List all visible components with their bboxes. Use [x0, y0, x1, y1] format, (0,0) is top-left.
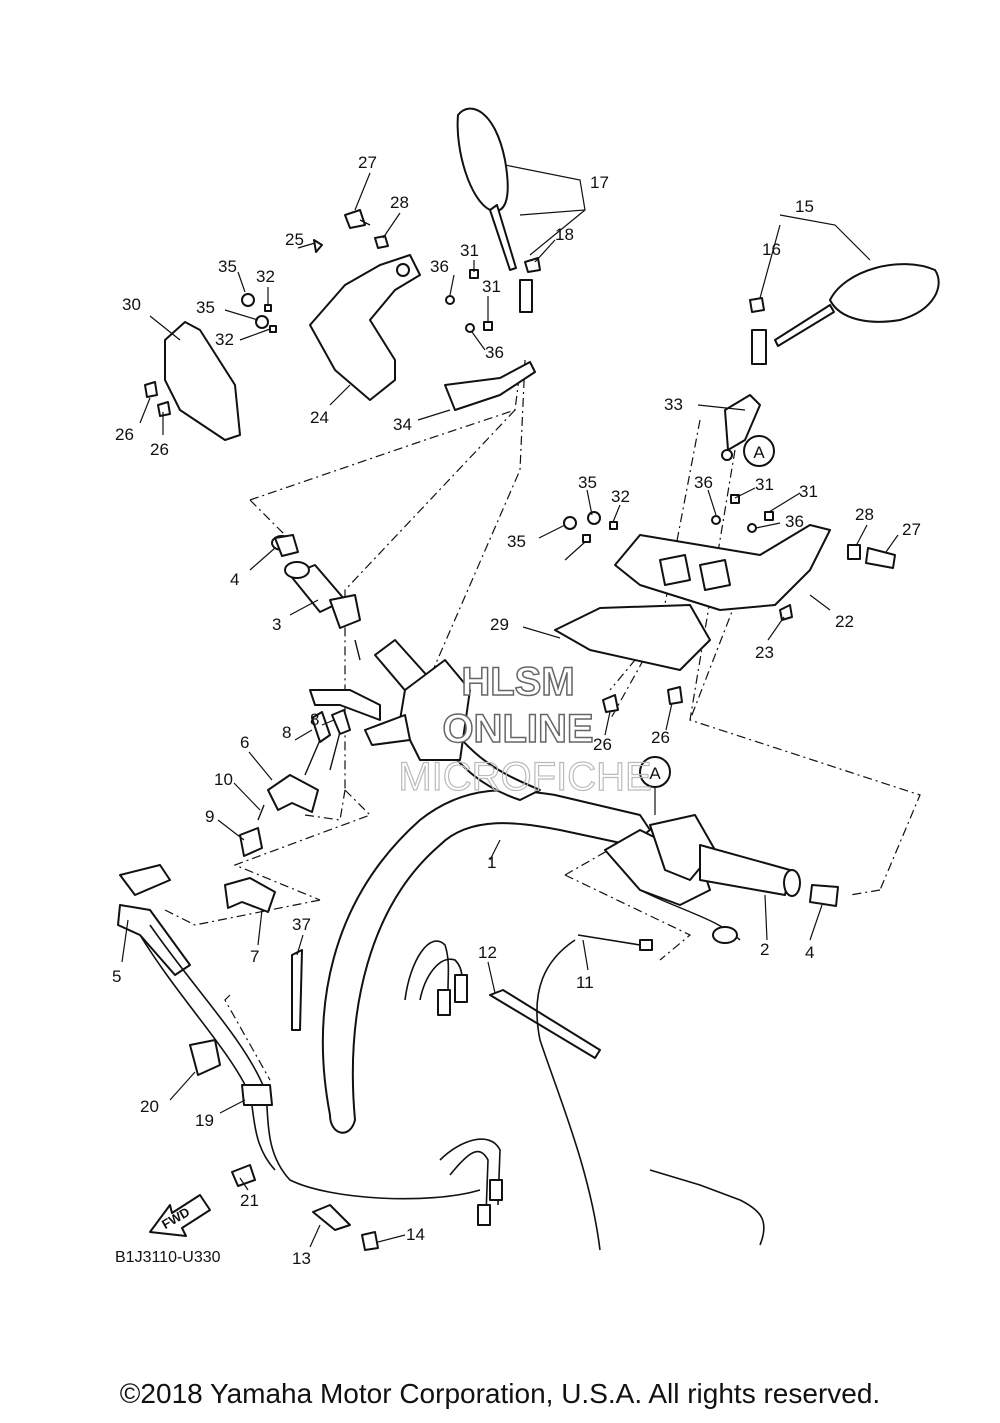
callout: 32	[611, 487, 630, 506]
callout: 36	[485, 343, 504, 362]
callout: 11	[576, 973, 594, 992]
callout: 26	[150, 440, 169, 459]
callout: 28	[390, 193, 409, 212]
callout: 26	[115, 425, 134, 444]
leader-lines	[121, 164, 899, 1248]
right-grip-assembly	[312, 814, 839, 1251]
callout: 24	[310, 408, 329, 427]
copyright-notice: ©2018 Yamaha Motor Corporation, U.S.A. A…	[119, 1378, 881, 1409]
callout: 26	[593, 735, 612, 754]
left-handguard	[144, 209, 536, 441]
callout: 29	[490, 615, 509, 634]
callout: 12	[478, 943, 497, 962]
diagram-code: B1J3110-U330	[115, 1249, 221, 1266]
callout: 6	[240, 733, 249, 752]
callout: 17	[590, 173, 609, 192]
callout: 20	[140, 1097, 159, 1116]
callout: 37	[292, 915, 311, 934]
callout: 35	[507, 532, 526, 551]
reference-marker-a: A A	[639, 435, 775, 815]
svg-text:HLSM: HLSM	[461, 660, 574, 704]
callout: 32	[256, 267, 275, 286]
callout: 7	[250, 947, 259, 966]
callout: 19	[195, 1111, 214, 1130]
callout: 3	[272, 615, 281, 634]
callout: 1	[487, 853, 496, 872]
callout: 21	[240, 1191, 259, 1210]
callout: 9	[205, 807, 214, 826]
fwd-arrow: FWD	[149, 1194, 211, 1237]
callout: 4	[805, 943, 814, 962]
left-grip-assembly	[271, 534, 471, 761]
callout: 28	[855, 505, 874, 524]
callout: 4	[230, 570, 239, 589]
left-mirror	[456, 107, 541, 313]
callout: 36	[430, 257, 449, 276]
callout: 8	[282, 723, 291, 742]
callout: 2	[760, 940, 769, 959]
watermark: HLSM ONLINE MICROFICHE	[398, 659, 653, 799]
left-cables	[117, 864, 503, 1226]
callout: 30	[122, 295, 141, 314]
callout: 26	[651, 728, 670, 747]
callout: 31	[482, 277, 501, 296]
callout-labels: 1 2 3 4 4 5 6 7 8 8 9 10 11 12 13 14 15 …	[112, 153, 921, 1268]
callout: 16	[762, 240, 781, 259]
callout: 15	[795, 197, 814, 216]
callout: 14	[406, 1225, 425, 1244]
callout: 23	[755, 643, 774, 662]
right-handguard	[554, 394, 896, 713]
lever-holder-parts	[224, 709, 351, 913]
svg-text:ONLINE: ONLINE	[442, 707, 593, 751]
callout: 35	[218, 257, 237, 276]
callout: 27	[902, 520, 921, 539]
callout: 18	[555, 225, 574, 244]
callout: 31	[755, 475, 774, 494]
callout: 5	[112, 967, 121, 986]
callout: 27	[358, 153, 377, 172]
right-mirror	[749, 263, 940, 365]
callout: 34	[393, 415, 412, 434]
callout: 32	[215, 330, 234, 349]
callout: 31	[460, 241, 479, 260]
callout: 8	[310, 710, 319, 729]
callout: 35	[578, 473, 597, 492]
svg-text:MICROFICHE: MICROFICHE	[398, 755, 651, 799]
callout: 25	[285, 230, 304, 249]
callout: 33	[664, 395, 683, 414]
callout: 36	[694, 473, 713, 492]
callout: 36	[785, 512, 804, 531]
callout: 10	[214, 770, 233, 789]
callout: 22	[835, 612, 854, 631]
callout: 35	[196, 298, 215, 317]
callout: 31	[799, 482, 818, 501]
svg-text:A: A	[649, 764, 661, 783]
svg-text:A: A	[753, 443, 765, 462]
callout: 13	[292, 1249, 311, 1268]
